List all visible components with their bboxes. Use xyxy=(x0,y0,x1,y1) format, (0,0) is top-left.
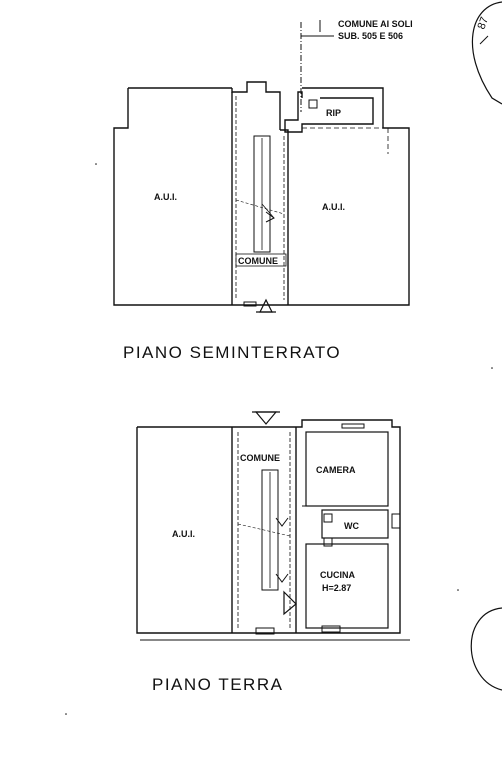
basement-left-unit-label: A.U.I. xyxy=(154,192,177,202)
basement-stair-arrow xyxy=(261,203,275,219)
basement-entry-marker xyxy=(259,298,273,313)
ground-plan xyxy=(136,411,410,641)
basement-stair-label: COMUNE xyxy=(238,256,278,266)
kitchen-window xyxy=(321,625,341,633)
stamp-top-right: 87 xyxy=(471,1,502,105)
basement-right-unit-label: A.U.I. xyxy=(322,202,345,212)
basement-stair-core-right xyxy=(280,129,289,305)
bathroom-window xyxy=(391,513,401,529)
kitchen-label: CUCINA xyxy=(320,570,355,580)
note-line-1: COMUNE AI SOLI xyxy=(338,19,413,29)
stamp-top-text: 87 xyxy=(476,15,491,31)
ground-title: PIANO TERRA xyxy=(152,675,283,694)
basement-title: PIANO SEMINTERRATO xyxy=(123,343,341,362)
bedroom-label: CAMERA xyxy=(316,465,356,475)
bathroom-label: WC xyxy=(344,521,359,531)
ground-left-unit-label: A.U.I. xyxy=(172,529,195,539)
common-note: COMUNE AI SOLI SUB. 505 E 506 xyxy=(300,19,413,112)
ground-outer-wall xyxy=(136,419,401,634)
basement-outer-wall xyxy=(113,87,410,306)
bedroom-walls xyxy=(305,431,389,507)
ground-stair-label: COMUNE xyxy=(240,453,280,463)
basement-stair-core-top xyxy=(231,81,281,130)
note-line-2: SUB. 505 E 506 xyxy=(338,31,403,41)
stamp-bottom-right xyxy=(470,607,502,691)
basement-storage-label: RIP xyxy=(326,108,341,118)
scan-specks xyxy=(65,163,493,715)
ground-stair-arrow xyxy=(275,517,289,527)
ground-apartment-door xyxy=(283,590,297,616)
ground-stair-flight xyxy=(261,469,279,591)
ground-entry-marker xyxy=(254,411,278,425)
kitchen-walls xyxy=(305,543,389,629)
basement-plan xyxy=(113,81,410,313)
kitchen-height-label: H=2.87 xyxy=(322,583,351,593)
bedroom-window xyxy=(341,423,365,429)
bathroom-walls xyxy=(321,509,389,539)
basement-storage-walls xyxy=(284,91,374,133)
basement-stair-flight xyxy=(253,135,271,253)
